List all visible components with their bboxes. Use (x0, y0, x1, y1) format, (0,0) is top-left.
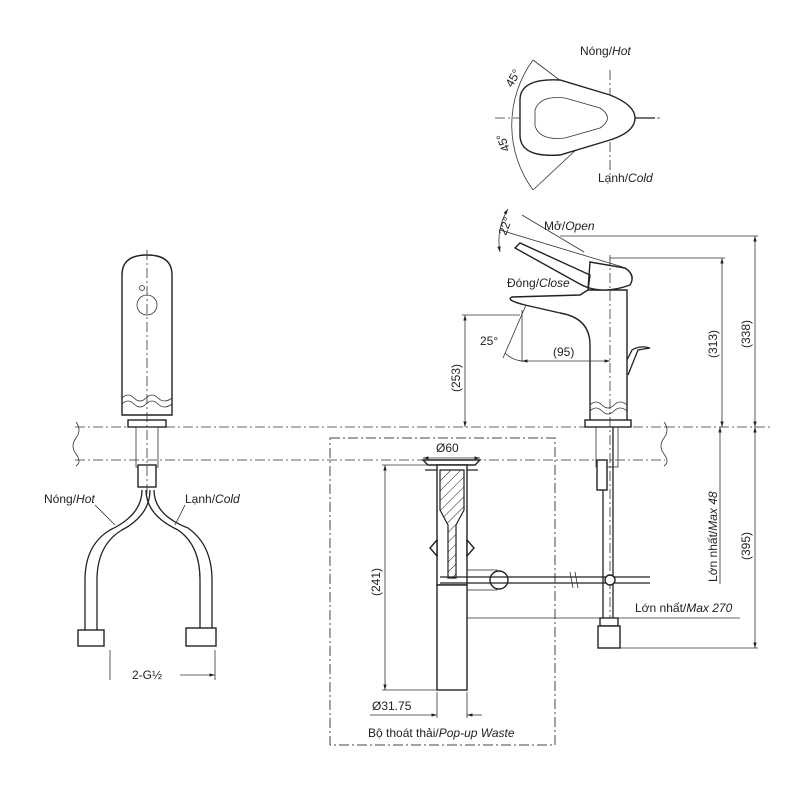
top-view: 45° 45° Nóng/Hot Lạnh/Cold (493, 44, 660, 191)
front-cold-label: Lạnh/Cold (185, 492, 240, 506)
flange-diameter-label: Ø60 (436, 441, 459, 455)
below-deck-label: (395) (739, 532, 753, 560)
hot-position-label: Nóng/Hot (580, 44, 631, 58)
drain-length-label: (241) (369, 568, 383, 596)
pipe-diameter-label: Ø31.75 (372, 699, 412, 713)
countertop (72, 421, 770, 467)
max-rod-length-label: Lớn nhất/Max 270 (635, 601, 733, 615)
lever-angle-label: 22° (496, 215, 515, 237)
close-label: Đóng/Close (507, 276, 570, 290)
front-view: 2-G½ Nóng/Hot Lạnh/Cold (44, 250, 240, 682)
front-hot-label: Nóng/Hot (44, 492, 95, 506)
lever-height-label: (338) (739, 320, 753, 348)
bottom-angle-label: 45° (493, 132, 512, 154)
side-view: 22° Mở/Open Đóng/Close 25° (95) (253) (3… (442, 208, 758, 649)
cold-position-label: Lạnh/Cold (598, 171, 653, 185)
thread-size-label: 2-G½ (132, 668, 162, 682)
max-deck-thickness-label: Lớn nhất/Max 48 (706, 491, 720, 582)
spout-reach-label: (95) (553, 345, 574, 359)
drain-caption: Bộ thoát thải/Pop-up Waste (368, 726, 515, 740)
spray-angle-label: 25° (480, 334, 498, 348)
spout-height-label: (253) (449, 364, 463, 392)
body-height-label: (313) (706, 330, 720, 358)
top-angle-label: 45° (502, 67, 523, 90)
popup-waste-drain: Ø60 (241) Ø31.75 Bộ thoát thải/Pop-up Wa… (329, 437, 650, 746)
open-label: Mở/Open (544, 219, 595, 233)
